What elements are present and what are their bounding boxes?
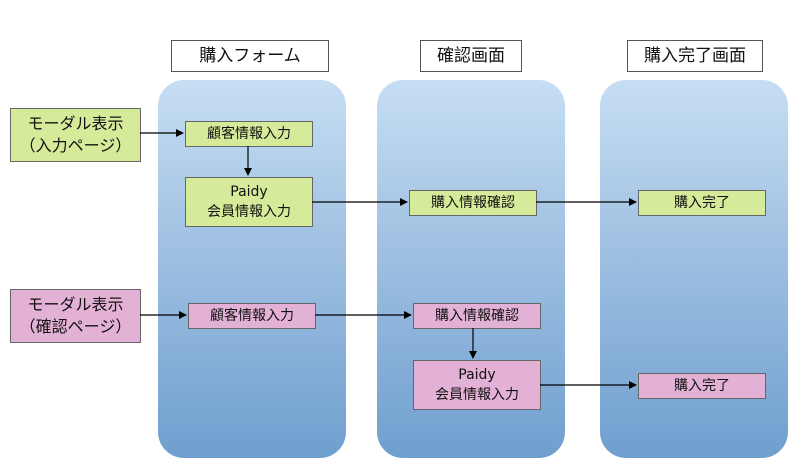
column-title-complete-screen: 購入完了画面: [627, 40, 763, 72]
source-modal-input-line1: モーダル表示: [27, 114, 124, 133]
green-confirm-box: 購入情報確認: [409, 190, 537, 216]
green-member-info-label: 会員情報入力: [207, 204, 291, 220]
pink-customer-info-box: 顧客情報入力: [188, 303, 316, 329]
source-modal-input-page: モーダル表示 （入力ページ）: [10, 108, 141, 162]
pink-complete-box: 購入完了: [638, 373, 766, 399]
green-customer-info-box: 顧客情報入力: [185, 121, 313, 147]
source-modal-confirm-page: モーダル表示 （確認ページ）: [10, 289, 141, 343]
pink-member-info-label: 会員情報入力: [435, 387, 519, 403]
green-paidy-member-box: Paidy 会員情報入力: [185, 177, 313, 227]
column-title-confirm-screen: 確認画面: [420, 40, 522, 72]
pink-confirm-label: 購入情報確認: [435, 308, 519, 324]
green-confirm-label: 購入情報確認: [431, 195, 515, 211]
column-title-purchase-form: 購入フォーム: [171, 40, 329, 72]
green-paidy-label: Paidy: [230, 184, 268, 200]
green-complete-label: 購入完了: [674, 195, 730, 211]
pink-confirm-box: 購入情報確認: [413, 303, 541, 329]
source-modal-confirm-line1: モーダル表示: [27, 295, 124, 314]
pink-paidy-label: Paidy: [458, 367, 496, 383]
pink-complete-label: 購入完了: [674, 378, 730, 394]
pink-customer-info-label: 顧客情報入力: [210, 308, 294, 324]
source-modal-input-line2: （入力ページ）: [19, 136, 132, 155]
green-customer-info-label: 顧客情報入力: [207, 126, 291, 142]
green-complete-box: 購入完了: [638, 190, 766, 216]
source-modal-confirm-line2: （確認ページ）: [19, 317, 132, 336]
